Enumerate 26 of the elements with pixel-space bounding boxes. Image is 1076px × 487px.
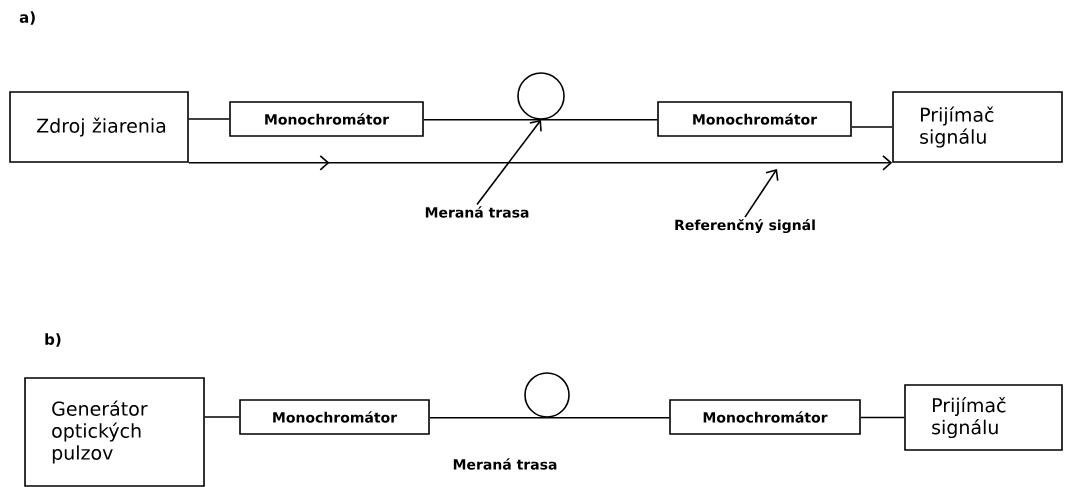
block-box: Zdroj žiarenia xyxy=(9,91,189,163)
connector-line xyxy=(851,126,893,128)
connector-line xyxy=(188,118,230,120)
circle xyxy=(524,372,570,418)
reference-arrow xyxy=(188,155,893,171)
caption-text: Meraná trasa xyxy=(425,206,529,218)
caption-text: Referenčný signál xyxy=(675,218,815,234)
circle xyxy=(517,72,565,120)
leader-arrow xyxy=(476,119,542,206)
connector-line xyxy=(429,417,548,419)
connector-line xyxy=(860,416,905,419)
leader-arrow xyxy=(744,169,779,218)
block-box: Generátor optických pulzov xyxy=(24,377,205,487)
connector-line xyxy=(423,119,542,121)
caption-text: Meraná trasa xyxy=(453,458,557,470)
block-box: Prijímač signálu xyxy=(904,384,1063,451)
process-box: Monochromátor xyxy=(239,399,430,435)
block-box: Prijímač signálu xyxy=(892,91,1063,163)
process-box: Monochromátor xyxy=(229,101,424,137)
process-box: Monochromátor xyxy=(669,399,861,435)
connector-line xyxy=(540,119,658,121)
process-box: Monochromátor xyxy=(657,101,852,137)
connector-line xyxy=(546,417,670,419)
panel-label: b) xyxy=(45,333,61,347)
connector-line xyxy=(204,416,240,418)
panel-label: a) xyxy=(19,11,35,25)
